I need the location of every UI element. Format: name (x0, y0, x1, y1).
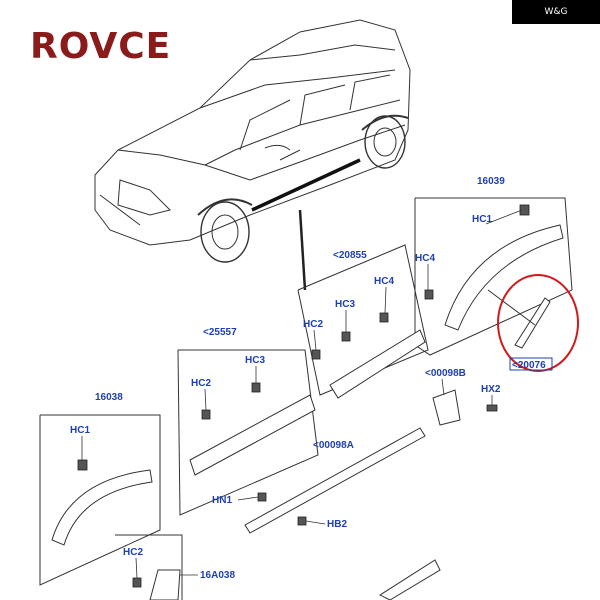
label-hc4-rear: HC4 (415, 253, 435, 264)
label-hc3-mid: HC3 (335, 299, 355, 310)
parts (51, 224, 564, 600)
label-hc4-mid: HC4 (374, 276, 394, 287)
clip-hc4-mid (379, 312, 389, 323)
mud-flap-16A038 (149, 569, 181, 600)
clip-hc3-mid (341, 331, 351, 342)
label-00098B: <00098B (425, 368, 466, 379)
bracket-frames (39, 197, 573, 600)
clip-hc2-front (201, 409, 211, 420)
label-16038: 16038 (95, 392, 123, 403)
label-20855: <20855 (333, 250, 367, 261)
logo-text: ROVCE (30, 26, 172, 67)
label-20076: <20076 (512, 360, 546, 371)
sill-strip (244, 427, 426, 534)
clip-hc3-front (251, 382, 261, 393)
lower-trim (378, 559, 441, 600)
vehicle-illustration (94, 19, 411, 263)
clip-hc4-rear (424, 289, 434, 300)
highlight-circle (497, 274, 579, 372)
label-16039: 16039 (477, 176, 505, 187)
bracket-00098b (432, 389, 461, 426)
brand-logo: ROVCE (30, 26, 171, 67)
leader-line (298, 209, 307, 291)
wheel-arch-rear (444, 224, 564, 331)
label-hc1-rear: HC1 (472, 214, 492, 225)
watermark-text: W&G (544, 7, 568, 17)
label-hc1-front: HC1 (70, 425, 90, 436)
leader-lines (81, 209, 523, 579)
label-hc2-front: HC2 (191, 378, 211, 389)
label-hx2: HX2 (481, 384, 501, 395)
clip-hb2 (297, 516, 307, 526)
highlight-box (509, 357, 553, 371)
wheel-arch-front (51, 469, 153, 546)
label-hc2-mid: HC2 (303, 319, 323, 330)
label-16A038: 16A038 (200, 570, 235, 581)
clip-hc2-mid (311, 349, 321, 360)
label-25557: <25557 (203, 327, 237, 338)
clip-hn1 (257, 492, 267, 502)
rear-door-moulding (329, 329, 426, 399)
label-00098A: <00098A (313, 440, 354, 451)
label-hc3-front: HC3 (245, 355, 265, 366)
label-hb2: HB2 (327, 519, 347, 530)
label-hc2-lower: HC2 (123, 547, 143, 558)
watermark-badge: W&G (512, 0, 600, 24)
clip-hx2 (486, 404, 498, 412)
clip-hc1-front (77, 459, 88, 471)
front-door-moulding (189, 394, 316, 476)
clip-hc1-rear (519, 204, 530, 216)
clip-hc2-lower (132, 577, 142, 588)
label-hn1: HN1 (212, 495, 232, 506)
